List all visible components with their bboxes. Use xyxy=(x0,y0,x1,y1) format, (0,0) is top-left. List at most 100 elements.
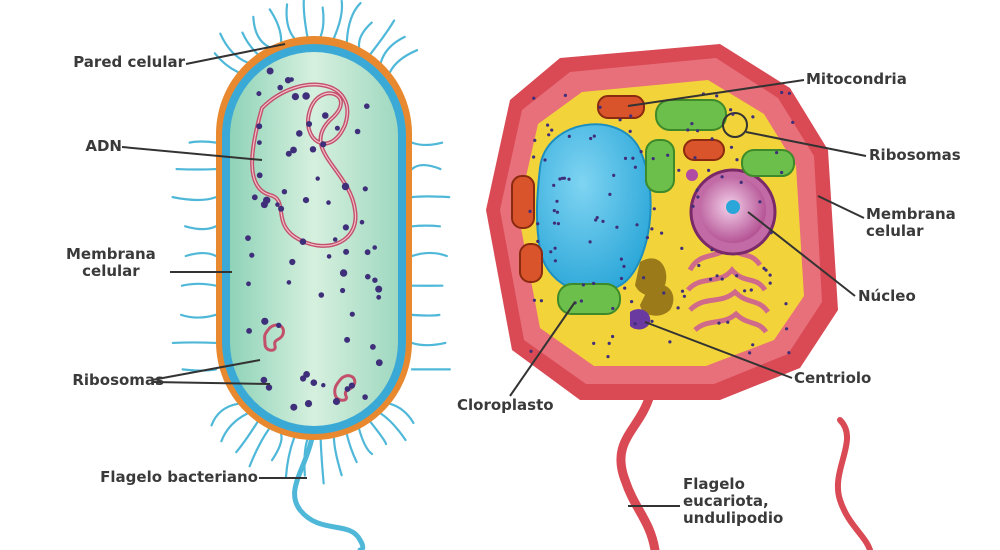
ribosome xyxy=(245,235,251,242)
ribosome xyxy=(748,351,752,355)
label-adn: ADN xyxy=(85,137,122,155)
ribosome xyxy=(290,403,298,411)
ribosome xyxy=(758,200,762,204)
vesicle xyxy=(686,169,698,181)
ribosome xyxy=(717,321,721,325)
ribosome xyxy=(343,248,350,255)
ribosome xyxy=(642,276,646,280)
ribosome xyxy=(372,245,378,250)
ribosome xyxy=(275,202,280,207)
ribosome xyxy=(552,221,557,225)
label-ribosomas-eucariota: Ribosomas xyxy=(869,146,961,164)
ribosome xyxy=(291,93,299,101)
ribosome xyxy=(562,176,567,180)
ribosome xyxy=(695,188,699,192)
pilus xyxy=(270,433,283,462)
ribosome xyxy=(321,383,326,388)
ribosome xyxy=(652,207,656,211)
ribosome xyxy=(263,196,271,204)
leader-lines xyxy=(121,43,867,507)
ribosome xyxy=(785,327,789,331)
ribosome xyxy=(364,103,370,109)
ribosome xyxy=(539,299,544,303)
ribosome xyxy=(320,141,327,148)
ribosome xyxy=(592,134,596,138)
ribosome xyxy=(768,273,772,277)
ribosome xyxy=(791,120,795,124)
label-centriolo: Centriolo xyxy=(794,369,872,387)
pilus xyxy=(184,225,218,231)
ribosome xyxy=(589,136,593,141)
ribosome xyxy=(686,128,690,132)
plasmid xyxy=(263,323,285,352)
eukaryotic-flagellum xyxy=(616,390,660,550)
pilus xyxy=(369,19,396,56)
ribosome xyxy=(633,322,637,326)
pilus xyxy=(388,49,419,74)
ribosome xyxy=(749,288,753,292)
label-membrana-celular-bacteria: Membrana celular xyxy=(66,245,156,280)
ribosome xyxy=(342,224,349,231)
ribosome xyxy=(354,128,361,135)
ribosome xyxy=(567,177,571,181)
ribosome xyxy=(751,343,755,347)
ribosome xyxy=(581,283,586,287)
ribosome xyxy=(660,231,664,235)
pilus xyxy=(184,251,218,258)
ribosome xyxy=(726,320,730,324)
ribosome xyxy=(650,227,654,231)
ribosome xyxy=(260,376,268,384)
ribosome xyxy=(662,291,666,295)
ribosome xyxy=(309,146,317,153)
ribosome xyxy=(680,246,684,250)
ribosome xyxy=(558,177,562,181)
ribosome xyxy=(720,277,724,281)
ribosome xyxy=(256,123,263,130)
bacterial-ribosomes xyxy=(245,67,383,411)
ribosome xyxy=(290,146,297,154)
ribosome xyxy=(633,165,638,169)
eukaryotic-ribosomes xyxy=(528,90,795,359)
pilus xyxy=(188,140,218,144)
ribosome xyxy=(302,197,310,204)
ribosome xyxy=(739,180,743,184)
ribosome xyxy=(743,289,747,293)
ribosome xyxy=(372,277,378,283)
ribosome xyxy=(615,225,619,229)
pilus xyxy=(388,402,415,425)
label-cloroplasto: Cloroplasto xyxy=(457,396,554,414)
ribosome xyxy=(278,205,285,212)
ribosome xyxy=(696,129,700,133)
ribosome xyxy=(606,355,610,359)
bacterial-cytoplasm xyxy=(230,52,398,426)
ribosome xyxy=(376,294,382,300)
pilus xyxy=(252,15,271,49)
ribosome xyxy=(543,158,547,162)
pilus xyxy=(284,436,296,479)
ribosome xyxy=(697,263,701,268)
ribosome xyxy=(332,237,338,242)
pilus xyxy=(213,52,240,74)
pilus xyxy=(410,251,448,258)
ribosome xyxy=(595,216,599,220)
ribosome xyxy=(629,114,633,118)
ribosome xyxy=(266,67,274,75)
ribosome xyxy=(594,218,598,222)
ribosome xyxy=(341,182,350,191)
ribosome xyxy=(364,249,371,256)
ribosome xyxy=(261,317,269,325)
ribosome xyxy=(709,277,713,281)
ribosome xyxy=(630,300,634,304)
ribosome xyxy=(592,281,596,285)
pilus xyxy=(410,195,451,199)
ribosome xyxy=(762,266,766,270)
pilus xyxy=(410,224,442,228)
ribosome xyxy=(296,130,303,137)
eukaryotic-cell xyxy=(486,44,873,550)
ribosome xyxy=(344,336,351,343)
label-nucleo: Núcleo xyxy=(858,287,916,305)
vacuole xyxy=(535,123,652,294)
ribosome xyxy=(334,125,340,131)
ribosome xyxy=(768,281,772,285)
ribosome xyxy=(310,379,318,387)
